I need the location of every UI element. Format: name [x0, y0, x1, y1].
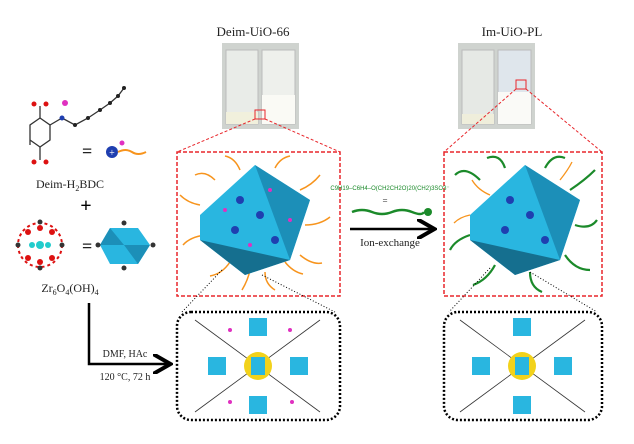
surfactant-equals: =	[382, 196, 387, 206]
octahedron-im-uio-pl	[449, 155, 598, 294]
synthesis-arrow	[87, 303, 168, 364]
vial-photo-left	[222, 43, 299, 129]
linker-label: Deim-H2BDC	[36, 177, 104, 193]
deim-uio-66-structure	[175, 310, 342, 422]
ion-exchange-label: Ion-exchange	[360, 237, 420, 249]
title-im-uio-pl: Im-UiO-PL	[482, 24, 543, 39]
cation-with-tail-icon: +	[106, 140, 147, 159]
surfactant-formula: C9H19–C6H4–O(CH2CH2O)20(CH2)3SO3⁻	[330, 186, 449, 192]
sulfonate-anion-icon	[424, 208, 432, 216]
deim-uio-66-particle-box	[176, 151, 341, 297]
cluster-equals: =	[82, 236, 92, 256]
im-uio-pl-structure	[442, 310, 604, 422]
title-deim-uio-66: Deim-UiO-66	[217, 24, 290, 39]
deim-h2bdc-molecule	[29, 86, 126, 165]
zr-cluster-ball-stick	[15, 219, 65, 271]
surfactant-chain-icon	[351, 208, 426, 216]
cluster-label: Zr6O4(OH)4	[41, 281, 98, 297]
svg-text:+: +	[109, 148, 115, 159]
octahedron-deim-uio-66	[179, 155, 331, 291]
vial-photo-right	[458, 43, 535, 129]
synthesis-solvent: DMF, HAc	[103, 349, 148, 360]
im-uio-pl-particle-box	[443, 151, 603, 297]
zoom-lines-black	[181, 267, 598, 313]
synthesis-conditions: 120 °C, 72 h	[100, 372, 151, 383]
zoom-lines-red	[176, 88, 603, 153]
plus-sign: +	[80, 195, 91, 217]
zr-cluster-polyhedron	[95, 220, 156, 271]
linker-equals: =	[82, 141, 92, 161]
